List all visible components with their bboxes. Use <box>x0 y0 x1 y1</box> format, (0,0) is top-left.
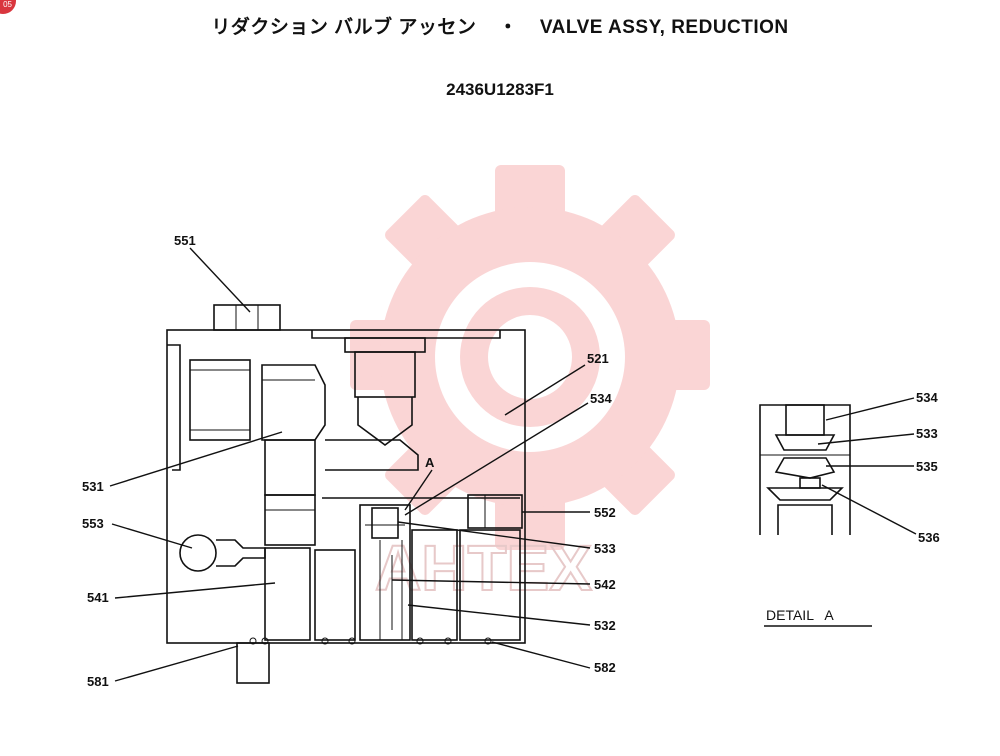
detail-label-534: 534 <box>916 390 938 405</box>
label-551: 551 <box>174 233 196 248</box>
label-521: 521 <box>587 351 609 366</box>
screw-553 <box>179 534 266 572</box>
label-detail-a: A <box>425 455 435 470</box>
label-541: 541 <box>87 590 109 605</box>
plug-top <box>344 337 426 446</box>
part-number: 2436U1283F1 <box>446 80 554 99</box>
label-533: 533 <box>594 541 616 556</box>
label-542: 542 <box>594 577 616 592</box>
title-separator: ・ <box>498 17 518 38</box>
inner-chambers <box>264 504 521 641</box>
detail-label-533: 533 <box>916 426 938 441</box>
watermark-text: AHTEX <box>375 532 592 604</box>
watermark-gear-icon <box>350 165 710 550</box>
title-english: VALVE ASSY, REDUCTION <box>539 17 789 38</box>
label-582: 582 <box>594 660 616 675</box>
detail-label-535: 535 <box>916 459 938 474</box>
spool-531 <box>261 364 326 546</box>
pin-581 <box>236 642 270 684</box>
leader-lines <box>109 247 591 682</box>
valve-body <box>166 304 526 684</box>
page-title: リダクション バルブ アッセン・ VALVE ASSY, REDUCTION <box>0 12 1000 39</box>
left-port <box>167 344 251 471</box>
label-553: 553 <box>82 516 104 531</box>
label-532: 532 <box>594 618 616 633</box>
title-japanese: リダクション バルブ アッセン <box>211 17 477 38</box>
bolt-551 <box>213 304 281 331</box>
label-534: 534 <box>590 391 612 406</box>
bottom-orings <box>249 637 492 645</box>
detail-label-536: 536 <box>918 530 940 545</box>
label-552: 552 <box>594 505 616 520</box>
label-531: 531 <box>82 479 104 494</box>
detail-caption: DETAIL A <box>766 607 834 623</box>
detail-a-view <box>759 397 917 535</box>
label-581: 581 <box>87 674 109 689</box>
